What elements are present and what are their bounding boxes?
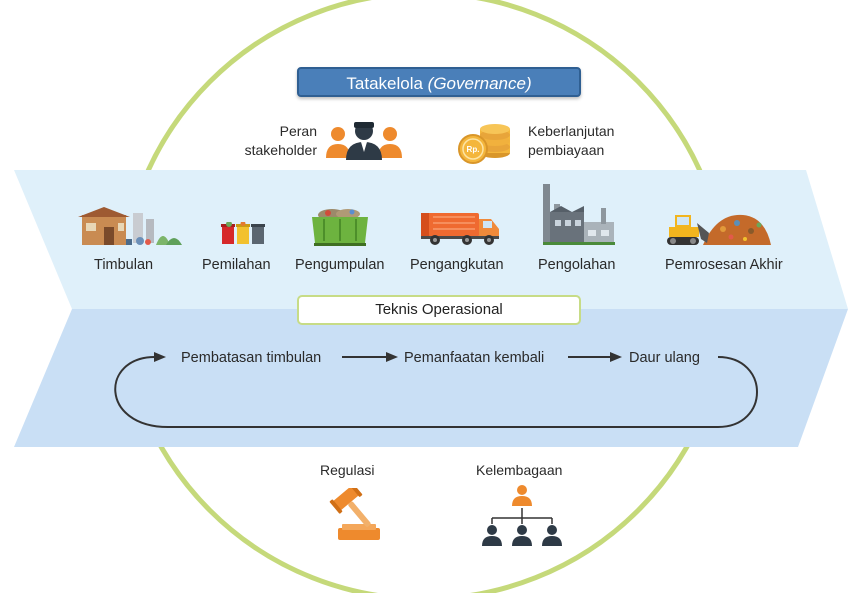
- house-waste-icon: [78, 207, 182, 245]
- financing-label-line2: pembiayaan: [528, 142, 605, 158]
- stage-label-pengangkutan: Pengangkutan: [410, 257, 504, 273]
- cycle-step-daur-ulang: Daur ulang: [629, 350, 700, 366]
- stakeholder-label-line2: stakeholder: [244, 142, 317, 158]
- stakeholder-label-line1: Peran: [279, 123, 317, 139]
- governance-title: Tatakelola (Governance): [297, 67, 581, 97]
- sorting-bins-icon: [221, 222, 265, 244]
- governance-title-main: Tatakelola: [346, 74, 428, 93]
- governance-title-italic: (Governance): [427, 74, 532, 93]
- arrow-1-head: [386, 352, 398, 362]
- container-icon: [312, 209, 368, 246]
- factory-icon: [543, 184, 615, 245]
- process-band-bottom: [14, 309, 848, 447]
- landfill-bulldozer-icon: [667, 214, 771, 245]
- technical-operational-title: Teknis Operasional: [297, 295, 581, 325]
- cycle-step-pemanfaatan: Pemanfaatan kembali: [404, 350, 545, 366]
- regulation-label: Regulasi: [320, 462, 375, 478]
- cycle-step-pembatasan: Pembatasan timbulan: [181, 350, 322, 366]
- arrow-2-head: [610, 352, 622, 362]
- financing-label: Keberlanjutan pembiayaan: [528, 122, 614, 160]
- stakeholder-people-icon: [326, 122, 402, 160]
- garbage-truck-icon: [421, 213, 499, 245]
- cycle-loop-arrow: [114, 356, 758, 428]
- cycle-loop-arrowhead: [154, 352, 166, 362]
- stage-label-pemrosesan-akhir: Pemrosesan Akhir: [665, 257, 783, 273]
- coins-icon: Rp.: [458, 124, 510, 164]
- financing-label-line1: Keberlanjutan: [528, 123, 615, 139]
- stage-label-pengumpulan: Pengumpulan: [295, 257, 385, 273]
- stage-label-pemilahan: Pemilahan: [202, 257, 271, 273]
- coin-text: Rp.: [467, 145, 480, 154]
- gavel-icon: [329, 488, 380, 540]
- stakeholder-label: Peran stakeholder: [232, 122, 317, 160]
- stage-label-pengolahan: Pengolahan: [538, 257, 616, 273]
- institution-label: Kelembagaan: [476, 462, 563, 478]
- stage-label-timbulan: Timbulan: [94, 257, 154, 273]
- organization-chart-icon: [482, 485, 562, 546]
